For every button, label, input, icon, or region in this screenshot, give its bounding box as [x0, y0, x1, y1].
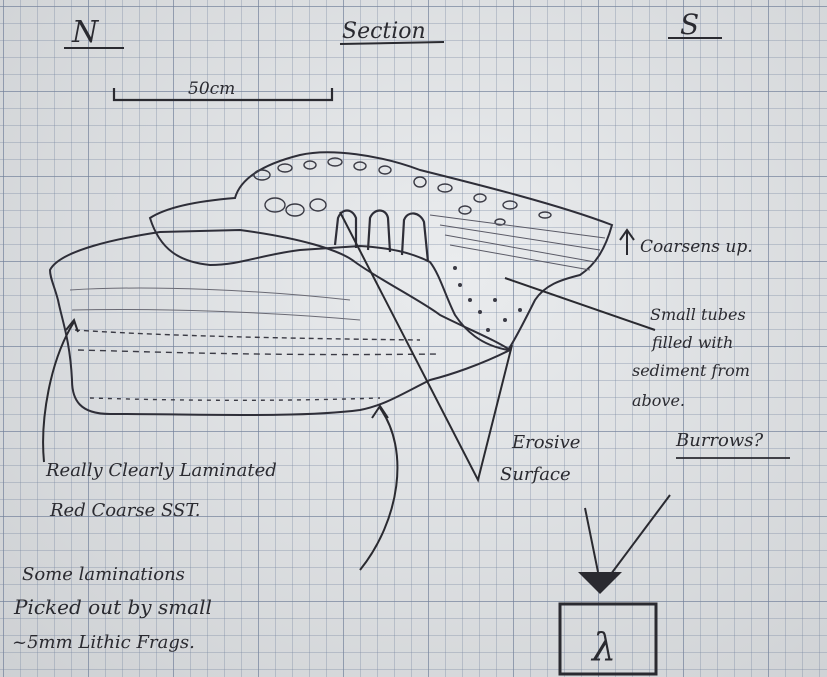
laminations-note-line: Picked out by small [13, 595, 212, 619]
upper-conglomerate-bed [150, 152, 612, 350]
small-tubes-note-line: sediment from [632, 361, 750, 380]
south-label: S [680, 8, 699, 41]
tube-fill-dots [453, 266, 522, 332]
arrowhead-down [578, 572, 622, 594]
lamination-line [78, 350, 440, 355]
cross-strata [430, 215, 605, 270]
laminations-note-line: ~5mm Lithic Frags. [12, 632, 195, 653]
erosive-surface-note-line: Erosive [511, 432, 580, 453]
lamination-line [70, 288, 350, 300]
small-tubes-note-line: above. [632, 391, 685, 410]
leader-lines [43, 212, 670, 578]
small-tubes-note-line: filled with [651, 333, 733, 352]
lower-sandstone-body [50, 230, 510, 415]
lamination-line [72, 309, 360, 320]
inset-glyph: λ [590, 625, 616, 669]
small-tubes-note-line: Small tubes [650, 305, 746, 324]
coarsens-up-note: Coarsens up. [640, 237, 753, 257]
burrows-note: Burrows? [675, 430, 764, 451]
section-title: Section [342, 19, 426, 44]
laminated-note-line: Really Clearly Laminated [45, 460, 277, 481]
north-label: N [71, 15, 100, 50]
lamination-line [75, 330, 420, 340]
laminated-note-line: Red Coarse SST. [49, 500, 200, 521]
erosive-surface-note-line: Surface [500, 464, 571, 485]
laminations-note-line: Some laminations [22, 564, 185, 585]
lamination-line [90, 398, 380, 400]
scale-bar-label: 50cm [188, 79, 235, 99]
